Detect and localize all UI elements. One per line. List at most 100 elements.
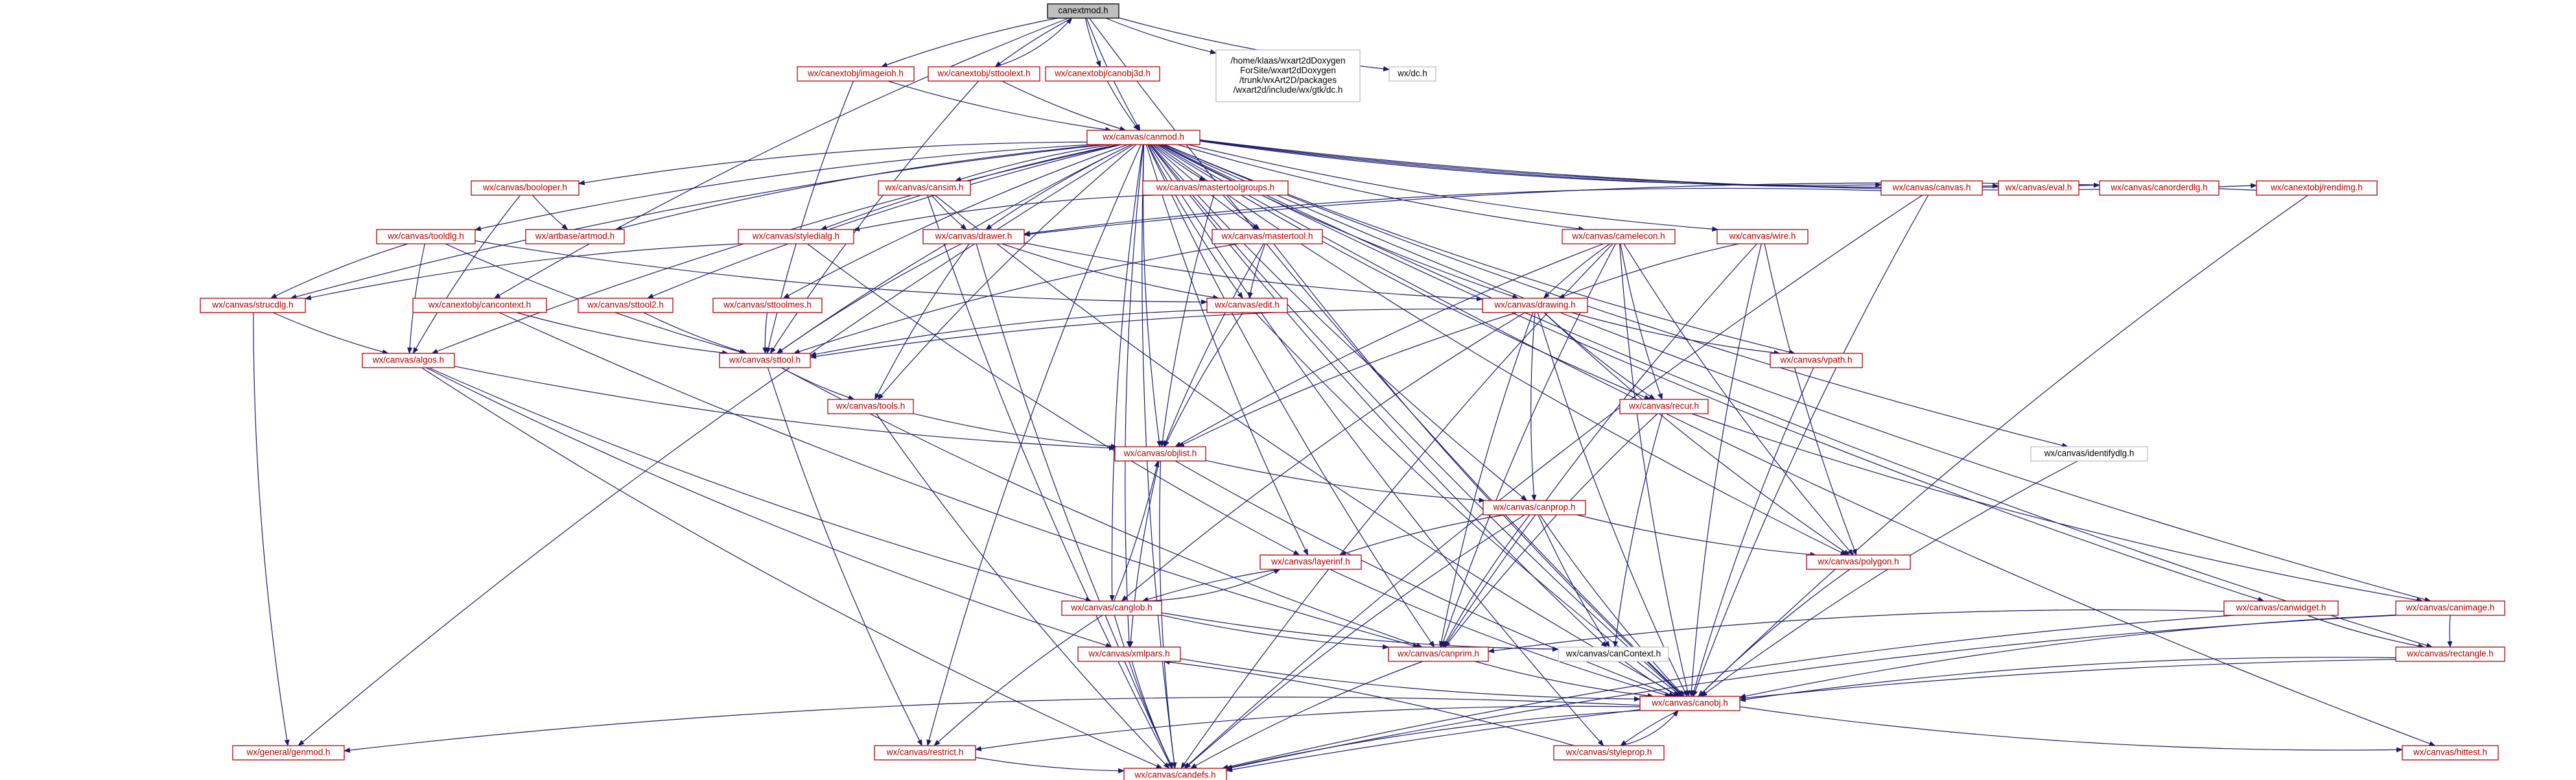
node-box	[471, 180, 580, 196]
node-box	[1045, 66, 1160, 82]
node-tools-h[interactable]: wx/canvas/tools.h	[827, 399, 914, 414]
node-box	[1806, 554, 1911, 570]
node-canwidget-h[interactable]: wx/canvas/canwidget.h	[2223, 600, 2339, 616]
node-label: wx/general/genmod.h	[246, 748, 330, 757]
edge-edit_h-to-canobj_h	[1254, 312, 1683, 697]
edge-canmod_h-to-rendimg_h	[1199, 139, 2257, 191]
edge-canmod_h-to-sttool2_h	[646, 144, 1122, 299]
edge-tooldlg_h-to-strucdlg_h	[270, 243, 408, 299]
node-box	[1482, 500, 1586, 515]
edge-canextmod_h-to-canextobj_cancontext_h	[493, 18, 1069, 299]
node-booloper-h[interactable]: wx/canvas/booloper.h	[471, 180, 580, 196]
node-label: wx/canvas/cansim.h	[885, 183, 964, 193]
edge-camelecon_h-to-candefs_h	[1180, 243, 1613, 769]
edge-camelecon_h-to-canobj_h	[1619, 243, 1691, 697]
node-rendimg-h[interactable]: wx/canextobj/rendimg.h	[2256, 180, 2378, 196]
node-box	[1142, 180, 1289, 196]
node-candefs-h[interactable]: wx/canvas/candefs.h	[1123, 768, 1227, 780]
edge-drawing_h-to-polygon_h	[1543, 312, 1850, 556]
node-algos-h[interactable]: wx/canvas/algos.h	[362, 353, 455, 368]
edge-edit_h-to-sttool_h	[810, 309, 1208, 357]
edge-drawing_h-to-canprop_h	[1530, 312, 1537, 501]
node-box	[1880, 180, 1983, 196]
node-label: wx/canvas/drawer.h	[935, 231, 1013, 241]
node-layerinf-h[interactable]: wx/canvas/layerinf.h	[1259, 554, 1362, 570]
node-canprim-h[interactable]: wx/canvas/canprim.h	[1388, 646, 1489, 662]
node-styleprop-h[interactable]: wx/canvas/styleprop.h	[1553, 745, 1665, 761]
node-mastertoolgroups-h[interactable]: wx/canvas/mastertoolgroups.h	[1142, 180, 1289, 196]
edge-drawing_h-to-canglob_h	[1121, 312, 1525, 602]
node-canobj-h[interactable]: wx/canvas/canobj.h	[1639, 696, 1740, 711]
edge-canextobj_sttoolext_h-to-canmod_h	[1001, 80, 1127, 132]
node-canorderdlg-h[interactable]: wx/canvas/canorderdlg.h	[2099, 180, 2219, 196]
node-canextobj-imageioh-h[interactable]: wx/canextobj/imageioh.h	[797, 66, 915, 82]
node-box	[1047, 3, 1119, 19]
node-objlist-h[interactable]: wx/canvas/objlist.h	[1114, 446, 1206, 462]
node-hittest-h[interactable]: wx/canvas/hittest.h	[2402, 745, 2499, 761]
node-rectangle-h[interactable]: wx/canvas/rectangle.h	[2395, 646, 2505, 662]
node-canvas-h[interactable]: wx/canvas/canvas.h	[1880, 180, 1983, 196]
node-xmlpars-h[interactable]: wx/canvas/xmlpars.h	[1077, 646, 1181, 662]
node-canprop-h[interactable]: wx/canvas/canprop.h	[1482, 500, 1586, 515]
node-vpath-h[interactable]: wx/canvas/vpath.h	[1770, 353, 1863, 368]
node-label: wx/canextobj/imageioh.h	[807, 69, 904, 78]
node-edit-h[interactable]: wx/canvas/edit.h	[1206, 298, 1288, 313]
node-canextobj-cancontext-h[interactable]: wx/canextobj/cancontext.h	[412, 298, 547, 313]
edge-recur_h-to-cancontext_h	[1613, 413, 1663, 648]
node-wire-h[interactable]: wx/canvas/wire.h	[1716, 229, 1809, 244]
node-box	[2395, 646, 2505, 662]
node-canimage-h[interactable]: wx/canvas/canimage.h	[2395, 600, 2505, 616]
edge-canobj_h-to-styleprop_h	[1620, 710, 1679, 746]
edge-xmlpars_h-to-canobj_h	[1180, 658, 1641, 702]
node-box	[2223, 600, 2339, 616]
node-drawer-h[interactable]: wx/canvas/drawer.h	[922, 229, 1025, 244]
node-label: wx/canvas/mastertool.h	[1221, 231, 1313, 241]
node-recur-h[interactable]: wx/canvas/recur.h	[1619, 399, 1709, 414]
node-cansim-h[interactable]: wx/canvas/cansim.h	[878, 180, 971, 196]
node-strucdlg-h[interactable]: wx/canvas/strucdlg.h	[200, 298, 306, 313]
node-tooldlg-h[interactable]: wx/canvas/tooldlg.h	[376, 229, 476, 244]
edge-canmod_h-to-canwidget_h	[1160, 144, 2265, 602]
node-label: wx/canvas/canimage.h	[2406, 603, 2495, 613]
node-label: wx/canvas/sttool2.h	[587, 300, 664, 310]
node-box	[2402, 745, 2499, 761]
edge-canextobj_imageioh_h-to-sttool_h	[766, 80, 854, 354]
edge-tools_h-to-objlist_h	[913, 413, 1118, 449]
node-label: wx/dc.h	[1397, 69, 1427, 78]
node-label: wx/canvas/sttoolmes.h	[723, 300, 812, 310]
node-styledialg-h[interactable]: wx/canvas/styledialg.h	[738, 229, 854, 244]
node-artmod-h[interactable]: wx/artbase/artmod.h	[525, 229, 625, 244]
node-eval-h[interactable]: wx/canvas/eval.h	[1998, 180, 2079, 196]
node-canextobj-canobj3d-h[interactable]: wx/canextobj/canobj3d.h	[1045, 66, 1160, 82]
edge-canextmod_h-to-canextobj_sttoolext_h	[994, 18, 1072, 67]
edge-canobj_h-to-hittest_h	[1739, 706, 2403, 753]
edge-layer	[253, 17, 2453, 774]
edge-canmod_h-to-canprop_h	[1151, 144, 1528, 501]
node-canextobj-sttoolext-h[interactable]: wx/canextobj/sttoolext.h	[928, 66, 1040, 82]
node-mastertool-h[interactable]: wx/canvas/mastertool.h	[1212, 229, 1323, 244]
edge-canextmod_h-to-canextobj_canobj3d_h	[1084, 18, 1101, 67]
node-sttool-h[interactable]: wx/canvas/sttool.h	[719, 353, 811, 368]
node-box	[922, 229, 1025, 244]
node-label: canextmod.h	[1058, 6, 1108, 16]
node-label: wx/canvas/canprop.h	[1493, 502, 1576, 512]
node-restrict-h[interactable]: wx/canvas/restrict.h	[874, 745, 976, 761]
edge-canmod_h-to-tools_h	[877, 144, 1137, 400]
node-box	[1114, 446, 1206, 462]
node-polygon-h[interactable]: wx/canvas/polygon.h	[1806, 554, 1911, 570]
edge-mastertool_h-to-objlist_h	[1163, 243, 1265, 447]
node-canglob-h[interactable]: wx/canvas/canglob.h	[1061, 600, 1162, 616]
node-camelecon-h[interactable]: wx/canvas/camelecon.h	[1562, 229, 1676, 244]
node-drawing-h[interactable]: wx/canvas/drawing.h	[1482, 298, 1588, 313]
node-sttoolmes-h[interactable]: wx/canvas/sttoolmes.h	[712, 298, 823, 313]
node-label: /wxart2d/include/wx/gtk/dc.h	[1234, 85, 1343, 95]
node-sttool2-h[interactable]: wx/canvas/sttool2.h	[578, 298, 673, 313]
node-label: wx/canvas/recur.h	[1628, 401, 1699, 411]
edge-canmod_h-to-artmod_h	[615, 144, 1103, 231]
edge-canglob_h-to-layerinf_h	[1142, 569, 1281, 602]
node-canmod-h[interactable]: wx/canvas/canmod.h	[1086, 130, 1200, 145]
node-box	[232, 745, 345, 761]
node-genmod-h[interactable]: wx/general/genmod.h	[232, 745, 345, 761]
edge-wire_h-to-drawing_h	[1558, 243, 1739, 299]
node-box	[1558, 646, 1669, 662]
